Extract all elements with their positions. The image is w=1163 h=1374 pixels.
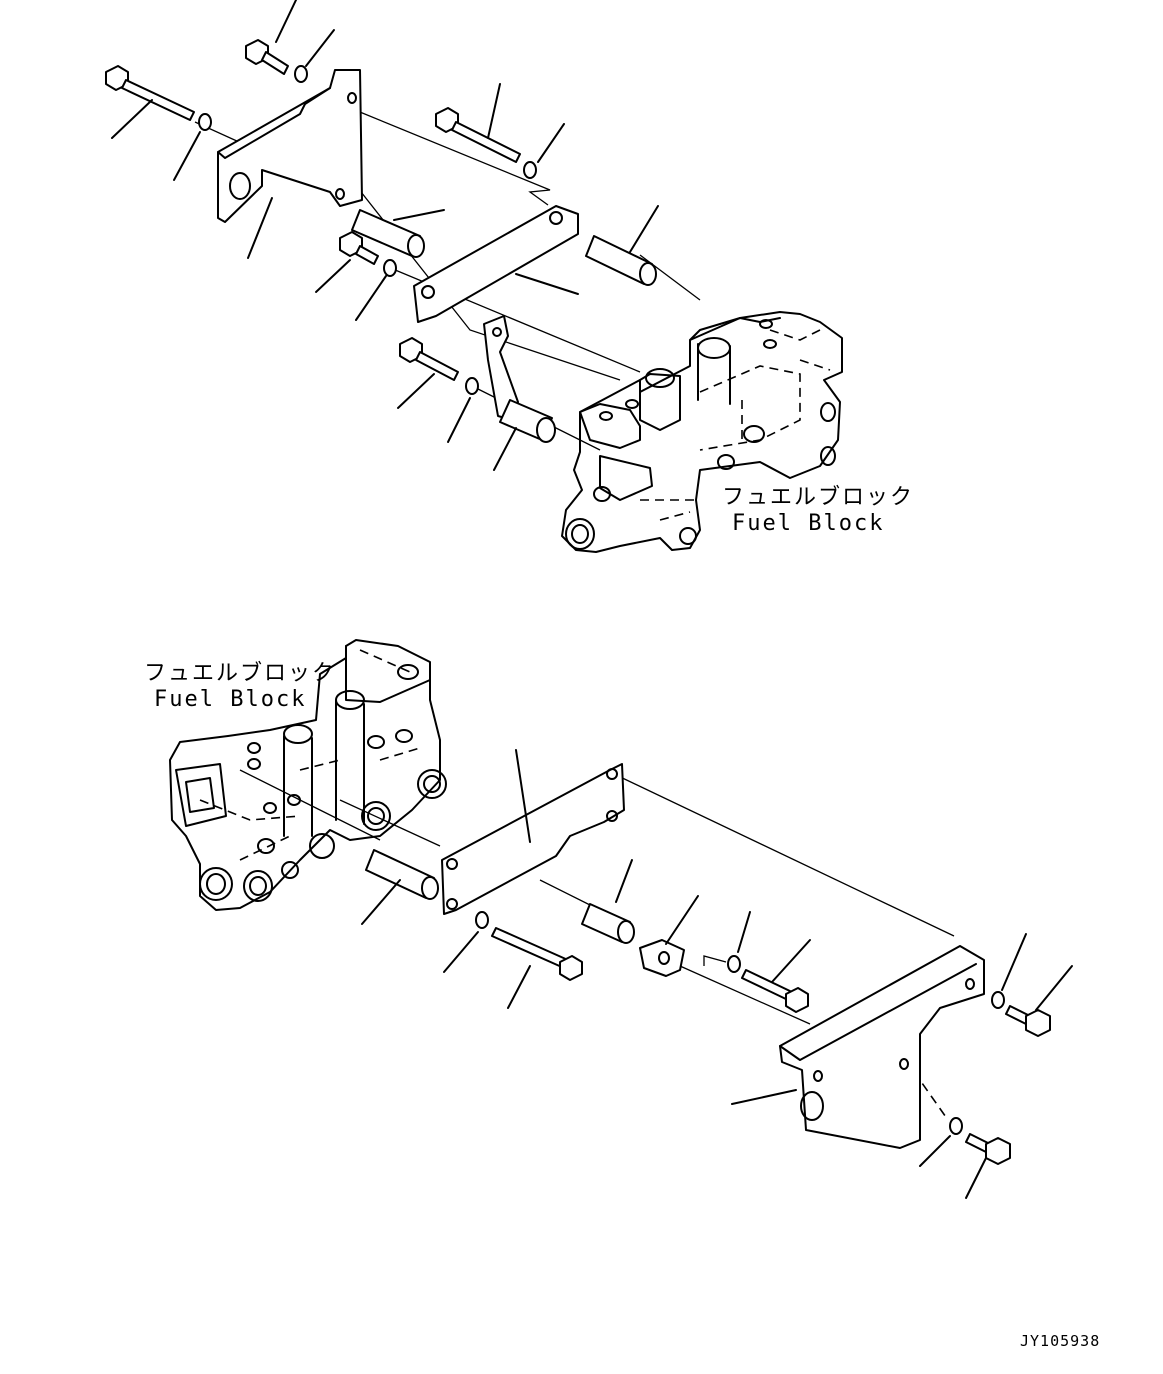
spacer-upper-left (351, 209, 425, 258)
washer-upper-1 (294, 65, 308, 83)
lower-assembly: フュエルブロック Fuel Block (144, 639, 1073, 1199)
washer-upper-4 (383, 259, 397, 277)
fuel-block-upper (561, 311, 843, 553)
washer-lower-2 (727, 955, 741, 973)
fuel-block-lower (169, 639, 447, 911)
bolt-lower-3 (1005, 1005, 1051, 1037)
bolt-lower-4 (965, 1133, 1011, 1165)
bolt-upper-3 (399, 337, 459, 381)
bracket-upper-left (217, 69, 363, 223)
clamp-lower (639, 939, 685, 977)
washer-upper-3 (523, 161, 537, 179)
bolt-lower-1 (491, 927, 583, 981)
plate-lower (441, 763, 625, 915)
drawing-code: JY105938 (1020, 1332, 1100, 1350)
spacer-lower-left (365, 849, 439, 900)
bracket-upper-l (483, 315, 556, 443)
spacer-lower-right (581, 903, 635, 944)
washer-lower-4 (949, 1117, 963, 1135)
upper-leader-lines (111, 0, 659, 471)
bracket-lower-right (779, 945, 985, 1149)
spacer-upper-right (585, 235, 657, 286)
upper-label-en: Fuel Block (732, 511, 884, 536)
lower-label-en: Fuel Block (154, 687, 306, 712)
washer-lower-3 (991, 991, 1005, 1009)
long-bolt-upper-left (105, 65, 195, 121)
plate-upper-center (413, 205, 579, 323)
bolt-lower-2 (741, 969, 809, 1013)
lower-leader-lines (361, 749, 1073, 1199)
washer-upper-5 (465, 377, 479, 395)
upper-assembly: フュエルブロック Fuel Block (105, 0, 914, 553)
washer-upper-2 (198, 113, 212, 131)
long-bolt-upper-center (435, 107, 521, 163)
upper-label-jp: フュエルブロック (722, 485, 914, 510)
lower-label-jp: フュエルブロック (144, 661, 336, 686)
upper-fuel-block-label: フュエルブロック Fuel Block (722, 485, 914, 536)
washer-lower-1 (475, 911, 489, 929)
bolt-upper-2 (339, 231, 379, 265)
lower-fuel-block-label: フュエルブロック Fuel Block (144, 661, 336, 712)
bolt-upper-1 (245, 39, 289, 75)
